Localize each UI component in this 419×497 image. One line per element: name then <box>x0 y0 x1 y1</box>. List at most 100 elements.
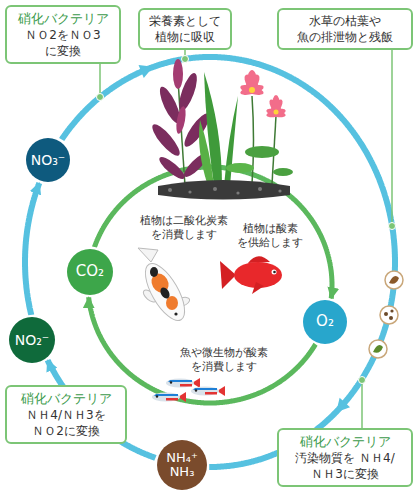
aquatic-plants <box>265 107 286 119</box>
aquatic-plants <box>213 187 217 191</box>
aquatic-plants <box>239 83 264 97</box>
compound-circle: NO₂⁻ <box>8 316 56 364</box>
callout-box: 硝化バクテリアＮＯ2をＮＯ3 に変換 <box>5 5 121 64</box>
red-platy <box>220 256 282 294</box>
note-label: 魚や微生物が酸素 を消費します <box>178 346 270 374</box>
koi-fish <box>159 286 172 300</box>
callout-box: 水草の枯葉や 魚の排泄物と残飯 <box>277 8 413 50</box>
neon-tetras <box>152 378 225 402</box>
compound-circle: NH₄⁺ NH₃ <box>156 439 208 491</box>
koi-fish <box>138 248 193 326</box>
leader-lines <box>359 377 366 384</box>
callout-text: 栄養素として 植物に吸収 <box>146 13 224 45</box>
aquatic-plants <box>173 59 183 89</box>
aquatic-plants <box>175 106 188 135</box>
aquatic-plants <box>157 154 188 182</box>
callout-text: ＮＯ2をＮＯ3 に変換 <box>13 27 113 59</box>
cycle-arrowhead <box>139 65 154 78</box>
callout-text: 汚染物質を ＮＨ4/ＮＨ3に変換 <box>285 450 405 482</box>
red-platy <box>273 271 276 274</box>
cycle-arrow <box>25 183 39 315</box>
compound-circle: NO₃⁻ <box>25 137 71 183</box>
compound-circle: O₂ <box>302 299 348 345</box>
red-platy <box>272 270 277 275</box>
neon-tetras <box>170 381 172 383</box>
waste-icons <box>385 271 403 289</box>
circle-shape <box>9 317 55 363</box>
aquatic-plants <box>149 59 293 200</box>
neon-tetras <box>156 395 158 397</box>
aquatic-plants <box>245 146 279 158</box>
circle-shape <box>303 300 347 344</box>
leader-lines <box>182 56 189 63</box>
leader-lines <box>97 30 396 460</box>
aquatic-plants <box>265 107 286 119</box>
neon-tetras <box>195 389 197 391</box>
compound-label: NH₄⁺ NH₃ <box>158 451 206 478</box>
waste-icons <box>369 340 387 358</box>
callout-title: 硝化バクテリア <box>13 390 119 407</box>
aquatic-plants <box>188 190 191 193</box>
aquatic-plants <box>273 168 293 176</box>
cycle-arrow <box>95 167 333 298</box>
circle-shape <box>157 440 207 490</box>
red-platy <box>220 261 236 289</box>
note-label: 植物は二酸化炭素 を消費します <box>138 214 230 242</box>
waste-icons <box>390 309 393 312</box>
waste-icons <box>389 316 393 320</box>
aquatic-plants <box>258 187 262 191</box>
aquatic-plants <box>168 187 282 195</box>
waste-icons <box>380 306 398 324</box>
neon-tetras <box>166 398 178 401</box>
neon-tetras <box>191 387 219 396</box>
koi-fish <box>138 248 158 262</box>
compound-label: NO₂⁻ <box>15 333 50 348</box>
aquatic-plants <box>173 59 187 134</box>
circle-shape <box>26 138 70 182</box>
circle-label-wrap: CO₂ <box>76 264 104 280</box>
aquatic-plants <box>252 96 254 184</box>
circle-label-wrap: NO₂⁻ <box>15 333 50 348</box>
compound-label: NO₃⁻ <box>31 153 66 168</box>
compound-label: O₂ <box>316 314 334 330</box>
koi-fish <box>138 258 193 326</box>
circle-label-wrap: NH₄⁺ NH₃ <box>158 451 206 478</box>
callout-box: 硝化バクテリアＮＨ4/ＮＨ3を ＮＯ2に変換 <box>5 385 127 444</box>
aquatic-plants <box>226 163 254 173</box>
neon-tetras <box>205 392 217 395</box>
callout-title: 硝化バクテリア <box>285 433 405 450</box>
callout-box: 硝化バクテリア汚染物質を ＮＨ4/ＮＨ3に変換 <box>277 428 413 487</box>
aquatic-plants <box>168 188 172 192</box>
neon-tetras <box>180 384 192 387</box>
waste-icons <box>369 271 403 358</box>
aquatic-plants <box>239 83 264 97</box>
red-platy <box>252 282 264 294</box>
circle-label-wrap: NO₃⁻ <box>31 153 66 168</box>
red-platy <box>248 256 270 263</box>
neon-tetras <box>152 393 180 402</box>
callout-box: 栄養素として 植物に吸収 <box>138 8 232 50</box>
leader-lines <box>391 40 393 226</box>
koi-fish <box>150 267 158 277</box>
koi-fish <box>174 312 177 315</box>
callout-title: 硝化バクテリア <box>13 10 113 27</box>
aquatic-plants <box>274 110 279 115</box>
circle-label-wrap: O₂ <box>316 314 334 330</box>
circle-shape <box>67 249 113 295</box>
waste-icons <box>389 276 399 284</box>
callout-text: ＮＨ4/ＮＨ3を ＮＯ2に変換 <box>13 407 119 439</box>
callout-text: 水草の枯葉や 魚の排泄物と残飯 <box>285 13 405 45</box>
neon-tetras <box>166 379 194 388</box>
neon-tetras <box>152 392 186 402</box>
leader-lines <box>97 94 104 101</box>
aquatic-plants <box>199 120 214 186</box>
neon-tetras <box>191 386 225 396</box>
aquatic-plants <box>239 70 286 119</box>
compound-label: CO₂ <box>76 264 104 280</box>
aquatic-plants <box>278 189 281 192</box>
waste-icons <box>373 345 383 353</box>
leader-lines <box>389 223 396 230</box>
cycle-arrowhead <box>336 398 350 412</box>
compound-circle: CO₂ <box>66 248 114 296</box>
